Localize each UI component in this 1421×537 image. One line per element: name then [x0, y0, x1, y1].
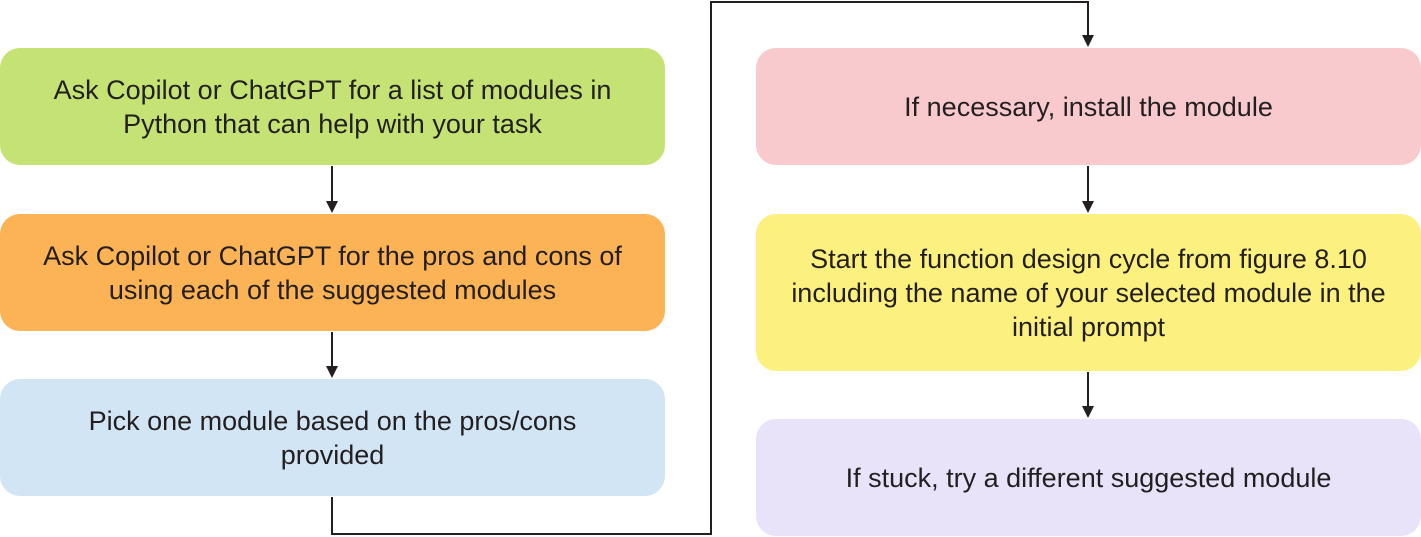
- step-try-different: If stuck, try a different suggested modu…: [756, 419, 1421, 536]
- step-ask-modules: Ask Copilot or ChatGPT for a list of mod…: [0, 48, 665, 165]
- step-ask-modules-text: Ask Copilot or ChatGPT for a list of mod…: [53, 74, 612, 139]
- step-start-cycle-text: Start the function design cycle from fig…: [791, 243, 1386, 342]
- connector-step3-to-step4: [331, 1, 1094, 535]
- step-pick-module: Pick one module based on the pros/cons p…: [0, 379, 665, 496]
- step-try-different-text: If stuck, try a different suggested modu…: [845, 462, 1332, 493]
- step-start-cycle: Start the function design cycle from fig…: [756, 214, 1421, 371]
- step-install-module-text: If necessary, install the module: [904, 91, 1273, 122]
- step-ask-pros-cons-text: Ask Copilot or ChatGPT for the pros and …: [43, 240, 622, 305]
- step-install-module: If necessary, install the module: [756, 48, 1421, 165]
- step-ask-pros-cons: Ask Copilot or ChatGPT for the pros and …: [0, 214, 665, 331]
- step-pick-module-text: Pick one module based on the pros/cons p…: [88, 405, 577, 470]
